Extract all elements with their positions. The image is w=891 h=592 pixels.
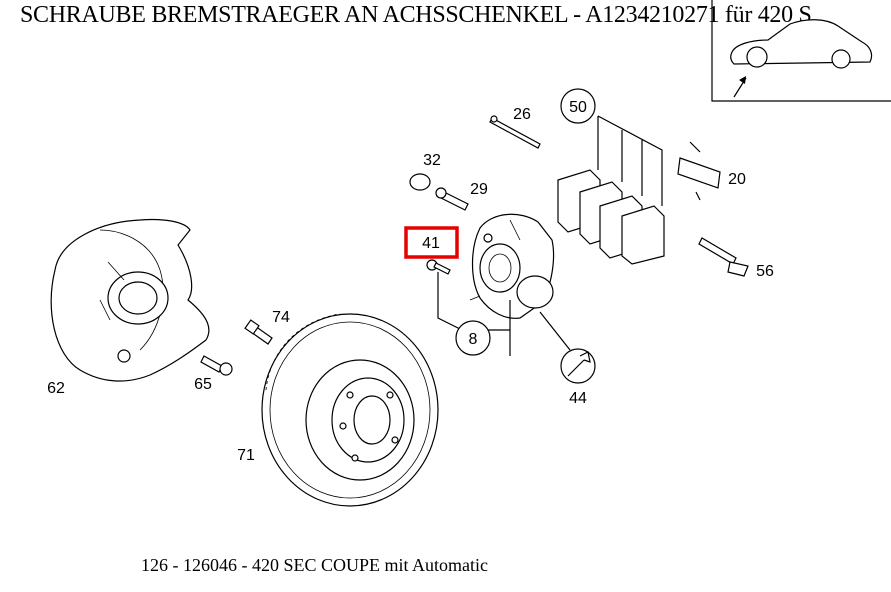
part-label-50: 50	[569, 99, 587, 116]
front-wheel-marker	[746, 46, 768, 68]
part-label-62: 62	[47, 380, 65, 397]
diagram-title: SCHRAUBE BREMSTRAEGER AN ACHSSCHENKEL - …	[20, 2, 812, 28]
part-label-32: 32	[423, 152, 441, 169]
bolt-65	[200, 355, 233, 376]
bolt-56	[698, 237, 749, 277]
part-label-65: 65	[194, 376, 212, 393]
dust-shield-62	[50, 218, 210, 382]
part-label-8: 8	[469, 331, 478, 348]
part-label-29: 29	[470, 181, 488, 198]
screw-41	[426, 259, 451, 275]
part-label-71: 71	[237, 447, 255, 464]
brake-pads-50	[557, 115, 665, 265]
part-label-44: 44	[569, 390, 587, 407]
bleeder-29	[435, 187, 469, 211]
bolt-74	[244, 319, 273, 345]
pin-26	[489, 115, 541, 149]
brake-caliper	[469, 213, 555, 319]
part-label-56: 56	[756, 263, 774, 280]
callout-circle-50	[560, 88, 596, 124]
cap-32	[409, 173, 431, 191]
leader-lines	[437, 272, 511, 356]
part-label-20: 20	[728, 171, 746, 188]
callout-circle-8	[455, 320, 491, 356]
car-locator-inset	[711, 0, 891, 102]
spring-clip-20	[677, 141, 721, 201]
vehicle-model-caption: 126 - 126046 - 420 SEC COUPE mit Automat…	[141, 555, 489, 575]
highlight-box-41[interactable]	[404, 226, 459, 259]
tool-symbol-44	[539, 311, 596, 384]
brake-disc-71	[261, 313, 439, 507]
part-label-41[interactable]: 41	[422, 235, 440, 252]
part-label-26: 26	[513, 106, 531, 123]
part-label-74: 74	[272, 309, 290, 326]
